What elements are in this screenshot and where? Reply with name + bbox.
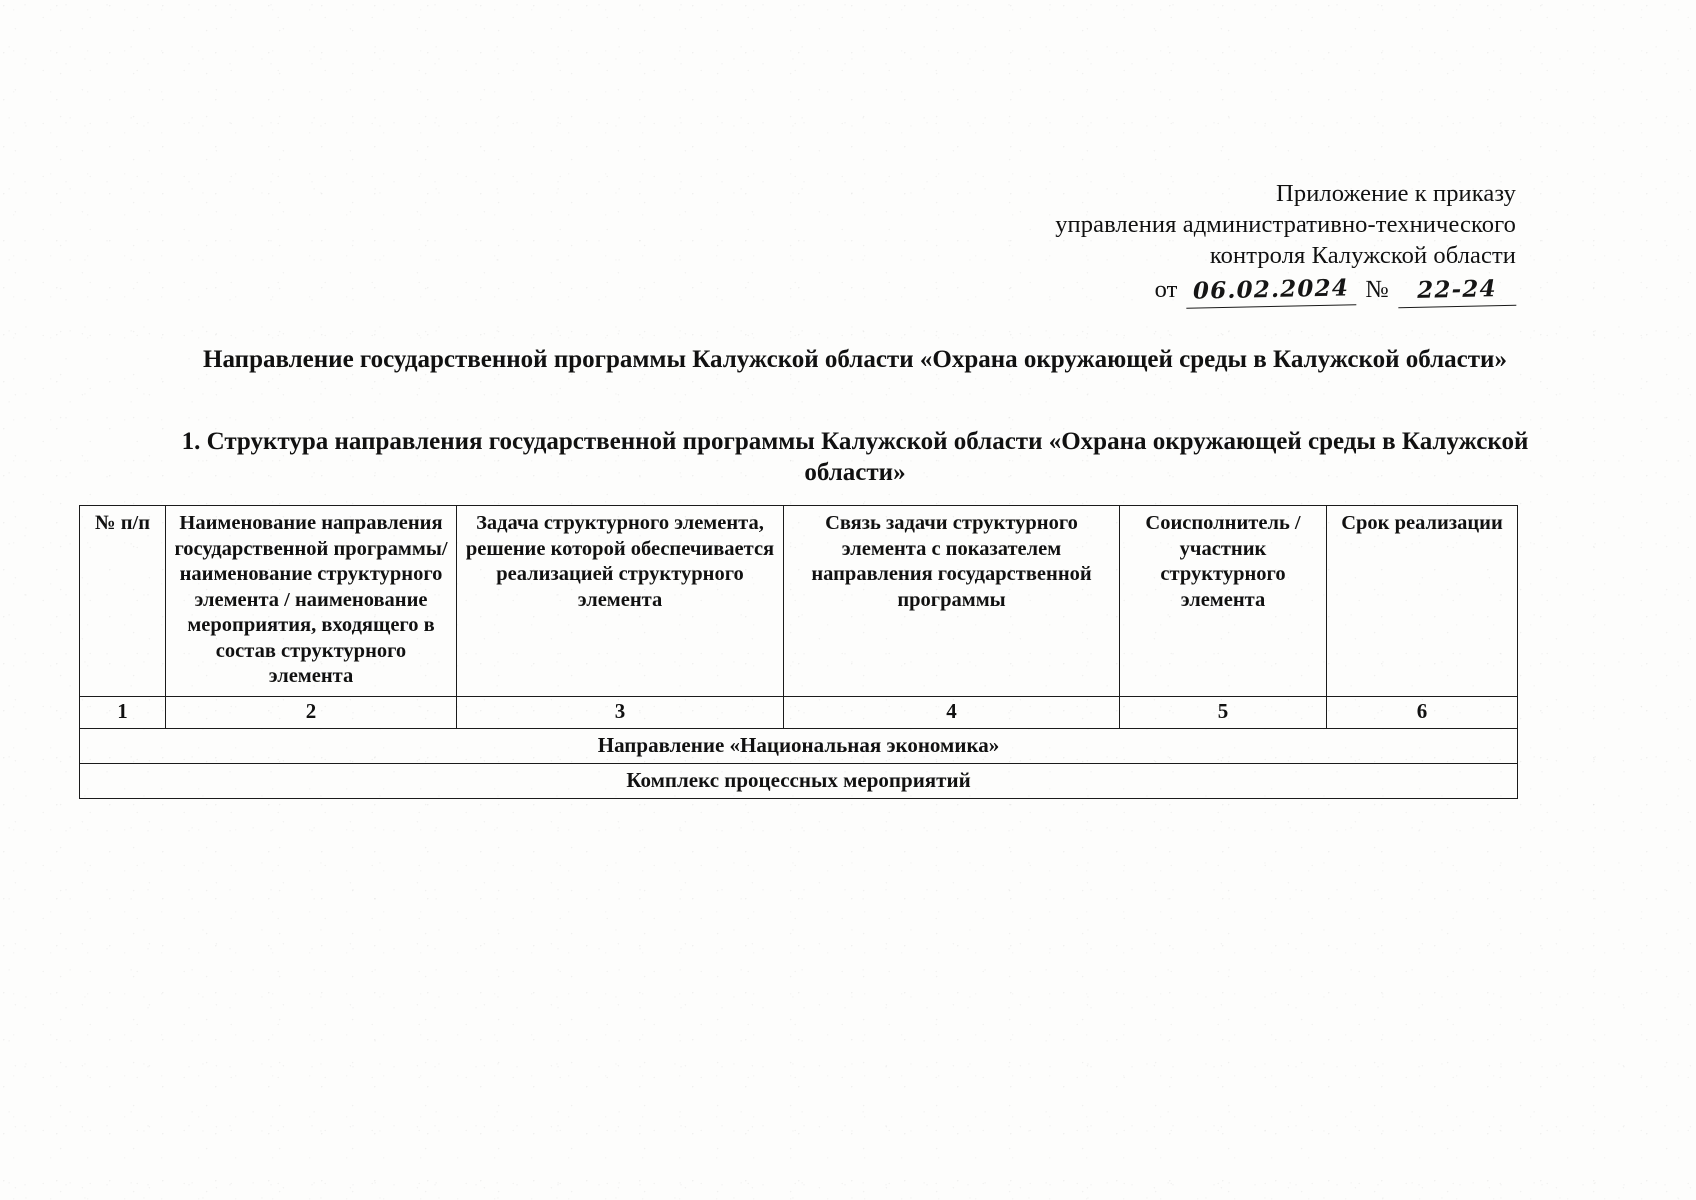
column-number-1: 1: [79, 695, 166, 729]
table-row: Комплекс процессных мероприятий: [79, 762, 1518, 799]
section-band-national-economy: Направление «Национальная экономика»: [79, 727, 1518, 764]
column-number-5: 5: [1119, 695, 1327, 729]
table-body: 1 2 3 4 5 6 Направление «Национальная эк…: [79, 695, 1518, 799]
column-header-task: Задача структурного элемента, решение ко…: [456, 505, 784, 697]
column-number-3: 3: [456, 695, 784, 729]
column-header-link: Связь задачи структурного элемента с пок…: [783, 505, 1120, 697]
letterhead-line-2: управления административно-технического: [1055, 211, 1516, 238]
column-number-4: 4: [783, 695, 1120, 729]
order-number-handwritten: 22-24: [1397, 272, 1517, 309]
letterhead-line-3: контроля Калужской области: [1209, 242, 1516, 269]
column-number-2: 2: [165, 695, 457, 729]
section-title: 1. Структура направления государственной…: [181, 428, 1529, 486]
structure-table-wrapper: № п/п Наименование направления государст…: [79, 505, 1518, 799]
section-band-process-activities: Комплекс процессных мероприятий: [79, 762, 1518, 799]
column-header-name: Наименование направления государственной…: [165, 505, 457, 697]
column-number-6: 6: [1326, 695, 1518, 729]
structure-table: № п/п Наименование направления государст…: [79, 505, 1518, 799]
table-header: № п/п Наименование направления государст…: [79, 505, 1518, 697]
order-date-handwritten: 06.02.2024: [1186, 272, 1357, 309]
letterhead-line-1: Приложение к приказу: [1276, 180, 1516, 207]
table-header-row: № п/п Наименование направления государст…: [79, 505, 1518, 697]
letterhead-block: Приложение к приказу управления админист…: [956, 178, 1517, 309]
column-header-number: № п/п: [79, 505, 166, 697]
document-title: Направление государственной программы Ка…: [203, 346, 1507, 373]
table-row: Направление «Национальная экономика»: [79, 727, 1518, 764]
date-label: от: [1154, 276, 1178, 303]
column-number-row: 1 2 3 4 5 6: [79, 695, 1518, 729]
number-label: №: [1365, 276, 1389, 303]
order-date-number-line: от 06.02.2024 № 22-24: [956, 272, 1517, 309]
column-header-executor: Соисполнитель / участник структурного эл…: [1119, 505, 1327, 697]
column-header-term: Срок реализации: [1326, 505, 1518, 697]
